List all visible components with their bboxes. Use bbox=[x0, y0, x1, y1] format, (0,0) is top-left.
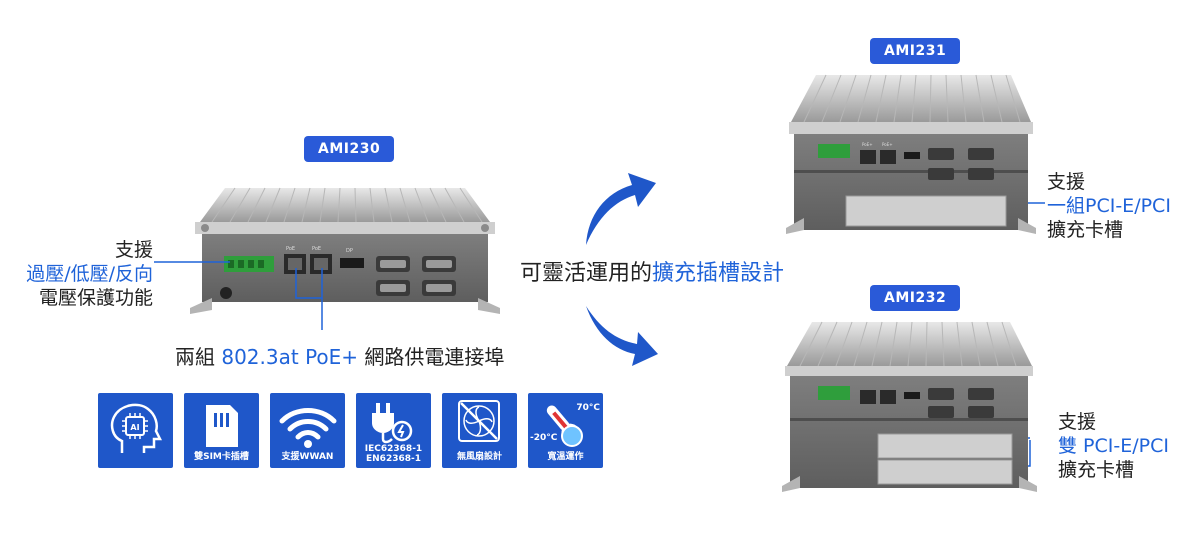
port-label-poeplus2: PoE+ bbox=[882, 142, 893, 147]
feature-wide-temp-label: 寬溫運作 bbox=[547, 452, 584, 462]
feature-sim-label: 雙SIM卡插槽 bbox=[194, 452, 249, 462]
badge-ami232: AMI232 bbox=[870, 285, 961, 311]
ami232-line2: 雙 PCI-E/PCI bbox=[1058, 435, 1169, 457]
port-label-poe2: PoE bbox=[312, 246, 321, 252]
feature-wide-temp: 70°C -20°C 寬溫運作 bbox=[528, 393, 603, 468]
power-plug-icon bbox=[372, 403, 413, 444]
feature-sim: 雙SIM卡插槽 bbox=[184, 393, 259, 468]
feature-safety-label: IEC62368-1 EN62368-1 bbox=[364, 444, 423, 464]
expansion-message: 可靈活運用的擴充插槽設計 bbox=[520, 255, 784, 287]
feature-safety: IEC62368-1 EN62368-1 bbox=[356, 393, 431, 468]
svg-text:AI: AI bbox=[130, 423, 139, 432]
feature-wwan-label: 支援WWAN bbox=[281, 452, 334, 462]
port-label-poeplus1: PoE+ bbox=[862, 142, 873, 147]
ai-head-icon: AI bbox=[110, 403, 163, 453]
poe-highlight: 802.3at PoE+ bbox=[221, 345, 359, 369]
sim-card-icon bbox=[206, 405, 238, 447]
protection-line2: 過壓/低壓/反向 bbox=[26, 263, 153, 285]
ami231-callout: 支援 一組PCI-E/PCI 擴充卡槽 bbox=[1047, 170, 1171, 242]
temp-high-label: 70°C bbox=[576, 403, 600, 413]
temp-low-label: -20°C bbox=[530, 433, 558, 443]
feature-fanless-label: 無風扇設計 bbox=[456, 452, 502, 462]
protection-line3: 電壓保護功能 bbox=[38, 287, 153, 309]
port-label-poe1: PoE bbox=[286, 246, 295, 252]
ami230-device-image: PoE PoE DP bbox=[190, 187, 500, 314]
thermometer-icon bbox=[546, 405, 583, 447]
ami231-line3: 擴充卡槽 bbox=[1047, 219, 1124, 241]
feature-fanless: 無風扇設計 bbox=[442, 393, 517, 468]
ami232-line1: 支援 bbox=[1058, 411, 1097, 433]
ami232-callout: 支援 雙 PCI-E/PCI 擴充卡槽 bbox=[1058, 410, 1169, 482]
badge-ami230: AMI230 bbox=[304, 136, 395, 162]
feature-ai: AI bbox=[98, 393, 173, 468]
ami231-line2: 一組PCI-E/PCI bbox=[1047, 195, 1171, 217]
arrow-down-icon bbox=[586, 306, 658, 366]
arrow-up-icon bbox=[586, 173, 656, 245]
feature-wwan: 支援WWAN bbox=[270, 393, 345, 468]
protection-line1: 支援 bbox=[114, 239, 153, 261]
expansion-highlight: 擴充插槽設計 bbox=[652, 261, 785, 286]
ami231-device-image: PoE+ PoE+ bbox=[786, 74, 1036, 234]
poe-suffix: 網路供電連接埠 bbox=[358, 345, 505, 369]
fanless-icon bbox=[458, 400, 500, 442]
ami232-line3: 擴充卡槽 bbox=[1058, 459, 1135, 481]
expansion-prefix: 可靈活運用的 bbox=[520, 261, 653, 286]
protection-callout: 支援 過壓/低壓/反向 電壓保護功能 bbox=[5, 238, 153, 310]
ami231-line1: 支援 bbox=[1047, 171, 1086, 193]
wifi-icon bbox=[279, 408, 337, 448]
port-label-dp: DP bbox=[346, 248, 353, 254]
ami232-device-image bbox=[782, 321, 1037, 492]
poe-prefix: 兩組 bbox=[175, 345, 222, 369]
poe-callout: 兩組 802.3at PoE+ 網路供電連接埠 bbox=[175, 341, 504, 370]
badge-ami231: AMI231 bbox=[870, 38, 961, 64]
